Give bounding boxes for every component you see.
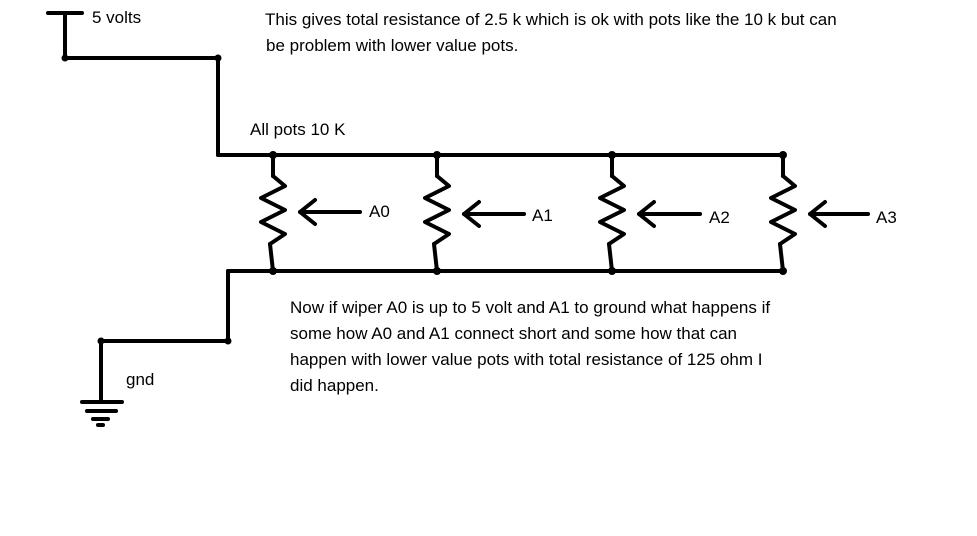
note-top: This gives total resistance of 2.5 k whi… bbox=[265, 7, 965, 59]
wire-corner-3 bbox=[97, 337, 105, 345]
wire-corner-0 bbox=[61, 54, 69, 62]
junction-top-a1 bbox=[433, 151, 441, 159]
supply-label: 5 volts bbox=[92, 8, 142, 27]
wiper-a0-arrow-head bbox=[298, 198, 317, 226]
note-bottom-line-3: happen with lower value pots with total … bbox=[290, 350, 763, 369]
junction-top-a2 bbox=[608, 151, 616, 159]
pot-a2-resistor bbox=[598, 174, 626, 246]
note-bottom: Now if wiper A0 is up to 5 volt and A1 t… bbox=[290, 295, 890, 399]
pot-a0-resistor bbox=[259, 174, 287, 246]
wiper-a2-arrow-head bbox=[637, 200, 656, 228]
junction-top-a0 bbox=[269, 151, 277, 159]
note-top-line-2: be problem with lower value pots. bbox=[266, 36, 519, 55]
pot-a2-lead-bottom bbox=[607, 242, 614, 273]
wiper-a3-arrow-head bbox=[808, 200, 827, 228]
pot-a1-lead-bottom bbox=[432, 242, 439, 273]
junction-bottom-a3 bbox=[779, 267, 787, 275]
junction-bottom-a2 bbox=[608, 267, 616, 275]
pot-a1-resistor bbox=[423, 174, 451, 246]
note-bottom-line-1: Now if wiper A0 is up to 5 volt and A1 t… bbox=[290, 298, 771, 317]
wiper-label-a3: A3 bbox=[876, 208, 897, 227]
pots-label: All pots 10 K bbox=[250, 120, 346, 139]
wiper-a1-arrow-head bbox=[462, 200, 481, 228]
ground-label: gnd bbox=[126, 370, 155, 389]
wiper-label-a1: A1 bbox=[532, 206, 553, 225]
pot-a0-lead-bottom bbox=[268, 242, 275, 273]
pot-a3-resistor bbox=[769, 174, 797, 246]
junction-bottom-a1 bbox=[433, 267, 441, 275]
junction-bottom-a0 bbox=[269, 267, 277, 275]
note-top-line-1: This gives total resistance of 2.5 k whi… bbox=[265, 10, 837, 29]
wiper-label-a2: A2 bbox=[709, 208, 730, 227]
pot-a3-lead-bottom bbox=[778, 242, 785, 273]
wiper-label-a0: A0 bbox=[369, 202, 390, 221]
wire-corner-1 bbox=[214, 54, 222, 62]
note-bottom-line-4: did happen. bbox=[290, 376, 379, 395]
wire-corner-2 bbox=[224, 337, 232, 345]
junction-top-a3 bbox=[779, 151, 787, 159]
note-bottom-line-2: some how A0 and A1 connect short and som… bbox=[290, 324, 738, 343]
